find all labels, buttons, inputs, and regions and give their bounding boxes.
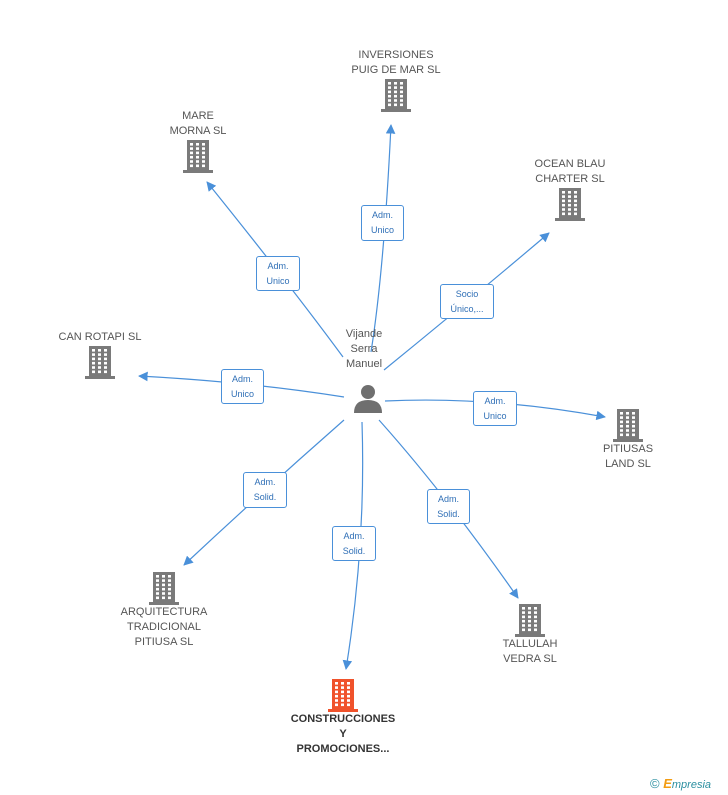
relation-label-arquitectura[interactable]: Adm. Solid.	[243, 472, 287, 508]
company-node-can-rotapi[interactable]: CAN ROTAPI SL	[50, 330, 150, 379]
company-node-inversiones[interactable]: INVERSIONES PUIG DE MAR SL	[346, 48, 446, 112]
company-name: TALLULAH VEDRA SL	[502, 638, 558, 665]
company-node-mare-morna[interactable]: MARE MORNA SL	[148, 109, 248, 173]
building-icon	[514, 603, 546, 637]
company-node-tallulah[interactable]: TALLULAH VEDRA SL	[480, 603, 580, 667]
company-name: MARE MORNA SL	[169, 110, 227, 137]
company-name: INVERSIONES PUIG DE MAR SL	[351, 49, 441, 76]
brand-initial: E	[663, 776, 672, 791]
brand-name: mpresia	[671, 779, 712, 791]
relation-label-tallulah[interactable]: Adm. Solid.	[427, 489, 470, 524]
building-icon	[554, 187, 586, 221]
company-node-arquitectura[interactable]: ARQUITECTURA TRADICIONAL PITIUSA SL	[114, 571, 214, 650]
copyright-footer: © Empresia	[650, 776, 711, 791]
person-icon	[352, 383, 384, 418]
edge-inversiones	[370, 124, 396, 353]
company-name: OCEAN BLAU CHARTER SL	[534, 158, 606, 185]
company-node-pitiusas[interactable]: PITIUSAS LAND SL	[578, 408, 678, 472]
company-name: PITIUSAS LAND SL	[602, 443, 654, 470]
building-icon	[84, 345, 116, 379]
person-node[interactable]	[352, 383, 384, 418]
building-icon	[380, 78, 412, 112]
relation-label-ocean-blau[interactable]: Socio Único,...	[440, 284, 494, 319]
copyright-icon: ©	[650, 776, 660, 791]
relation-label-mare-morna[interactable]: Adm. Unico	[256, 256, 300, 291]
relation-label-can-rotapi[interactable]: Adm. Unico	[221, 369, 264, 404]
building-icon	[182, 139, 214, 173]
company-node-construcciones[interactable]: CONSTRUCCIONES Y PROMOCIONES...	[283, 678, 403, 757]
relation-label-pitiusas[interactable]: Adm. Unico	[473, 391, 517, 426]
company-name: ARQUITECTURA TRADICIONAL PITIUSA SL	[120, 606, 208, 648]
relation-label-inversiones[interactable]: Adm. Unico	[361, 205, 404, 241]
person-name: Vijande Serra Manuel	[345, 328, 383, 370]
building-icon	[327, 678, 359, 712]
company-name: CONSTRUCCIONES Y PROMOCIONES...	[290, 713, 396, 755]
building-icon	[148, 571, 180, 605]
building-icon	[612, 408, 644, 442]
relation-label-construcciones[interactable]: Adm. Solid.	[332, 526, 376, 561]
company-node-ocean-blau[interactable]: OCEAN BLAU CHARTER SL	[520, 157, 620, 221]
company-name: CAN ROTAPI SL	[58, 331, 142, 343]
